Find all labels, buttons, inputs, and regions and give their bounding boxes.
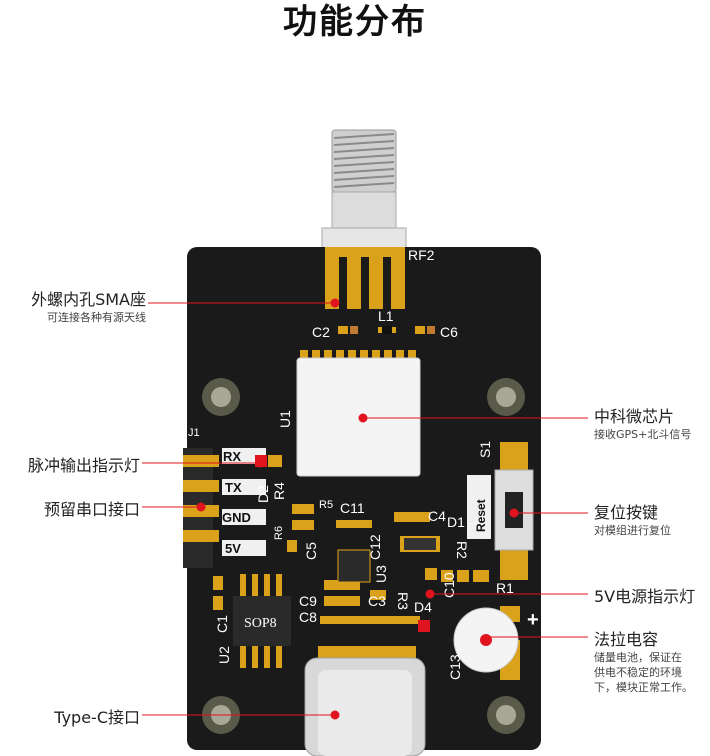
sma-antenna-connector [321, 129, 407, 249]
label-r5: R5 [319, 499, 333, 511]
label-c6: C6 [440, 324, 458, 340]
callout-power-led-title: 5V电源指示灯 [594, 587, 696, 606]
callout-power-led: 5V电源指示灯 [594, 583, 695, 607]
power-led [418, 620, 430, 632]
callout-sma-title: 外螺内孔SMA座 [31, 290, 146, 309]
label-gnd: GND [222, 510, 251, 525]
label-c1: C1 [214, 615, 230, 633]
label-sop8: SOP8 [244, 616, 277, 631]
label-plus: + [527, 609, 539, 631]
u3-chip [337, 549, 371, 583]
passives-top-row [338, 326, 435, 334]
u1-shield-can [296, 357, 421, 477]
callout-chip-sub: 接收GPS+北斗信号 [594, 428, 692, 441]
label-c4: C4 [428, 508, 446, 524]
mounting-holes [202, 378, 525, 734]
callout-reset: 复位按键 对模组进行复位 [594, 499, 671, 538]
callout-typec-title: Type-C接口 [54, 708, 140, 727]
label-rx: RX [223, 449, 241, 464]
shield-top-pads [300, 350, 416, 358]
leader-lines [142, 298, 588, 720]
callout-pulse-title: 脉冲输出指示灯 [27, 456, 140, 475]
callout-pulse: 脉冲输出指示灯 [0, 452, 140, 476]
label-s1: S1 [477, 441, 493, 458]
label-d2: D2 [255, 485, 271, 503]
label-reset: Reset [474, 499, 488, 532]
label-tx: TX [225, 480, 242, 495]
label-c10: C10 [441, 572, 457, 598]
sop8-chip [233, 574, 291, 668]
d1-diode [404, 538, 436, 550]
label-c9: C9 [299, 593, 317, 609]
label-l1: L1 [378, 308, 394, 324]
sma-pads [325, 247, 405, 309]
label-r4: R4 [271, 482, 287, 500]
label-d4: D4 [414, 599, 432, 615]
callout-sma: 外螺内孔SMA座 可连接各种有源天线 [0, 286, 146, 325]
callout-chip-title: 中科微芯片 [594, 407, 675, 426]
farad-capacitor [453, 606, 520, 680]
label-r2: R2 [454, 541, 470, 559]
label-d1: D1 [447, 514, 465, 530]
callout-reset-sub: 对模组进行复位 [594, 524, 671, 537]
callout-farad-sub2: 供电不稳定的环境 [594, 666, 682, 679]
label-c2: C2 [312, 324, 330, 340]
callout-uart-title: 预留串口接口 [43, 500, 140, 519]
page-title: 功能分布 [283, 2, 427, 42]
label-u1: U1 [277, 410, 293, 428]
label-c5: C5 [303, 542, 319, 560]
label-j1: J1 [188, 427, 200, 439]
callout-typec: Type-C接口 [0, 704, 140, 728]
callout-farad-sub1: 储量电池，保证在 [594, 651, 682, 664]
callout-farad-title: 法拉电容 [594, 630, 659, 649]
callout-farad: 法拉电容 储量电池，保证在 供电不稳定的环境 下，模块正常工作。 [594, 626, 693, 695]
label-5v: 5V [225, 541, 241, 556]
label-c12: C12 [367, 534, 383, 560]
callout-farad-sub3: 下，模块正常工作。 [594, 681, 693, 694]
label-c8: C8 [299, 609, 317, 625]
label-u2: U2 [216, 646, 232, 664]
label-u3: U3 [373, 565, 389, 583]
label-r3: R3 [395, 592, 411, 610]
callout-chip: 中科微芯片 接收GPS+北斗信号 [594, 403, 691, 442]
label-c3: C3 [368, 593, 386, 609]
label-rf2: RF2 [408, 247, 435, 263]
label-r6: R6 [273, 526, 285, 540]
type-c-connector [304, 646, 426, 756]
reset-button [467, 442, 534, 580]
callout-sma-sub: 可连接各种有源天线 [47, 311, 146, 324]
label-c13: C13 [447, 654, 463, 680]
label-r1: R1 [496, 580, 514, 596]
callout-uart: 预留串口接口 [0, 496, 140, 520]
callout-reset-title: 复位按键 [594, 503, 659, 522]
label-c11: C11 [340, 500, 365, 516]
